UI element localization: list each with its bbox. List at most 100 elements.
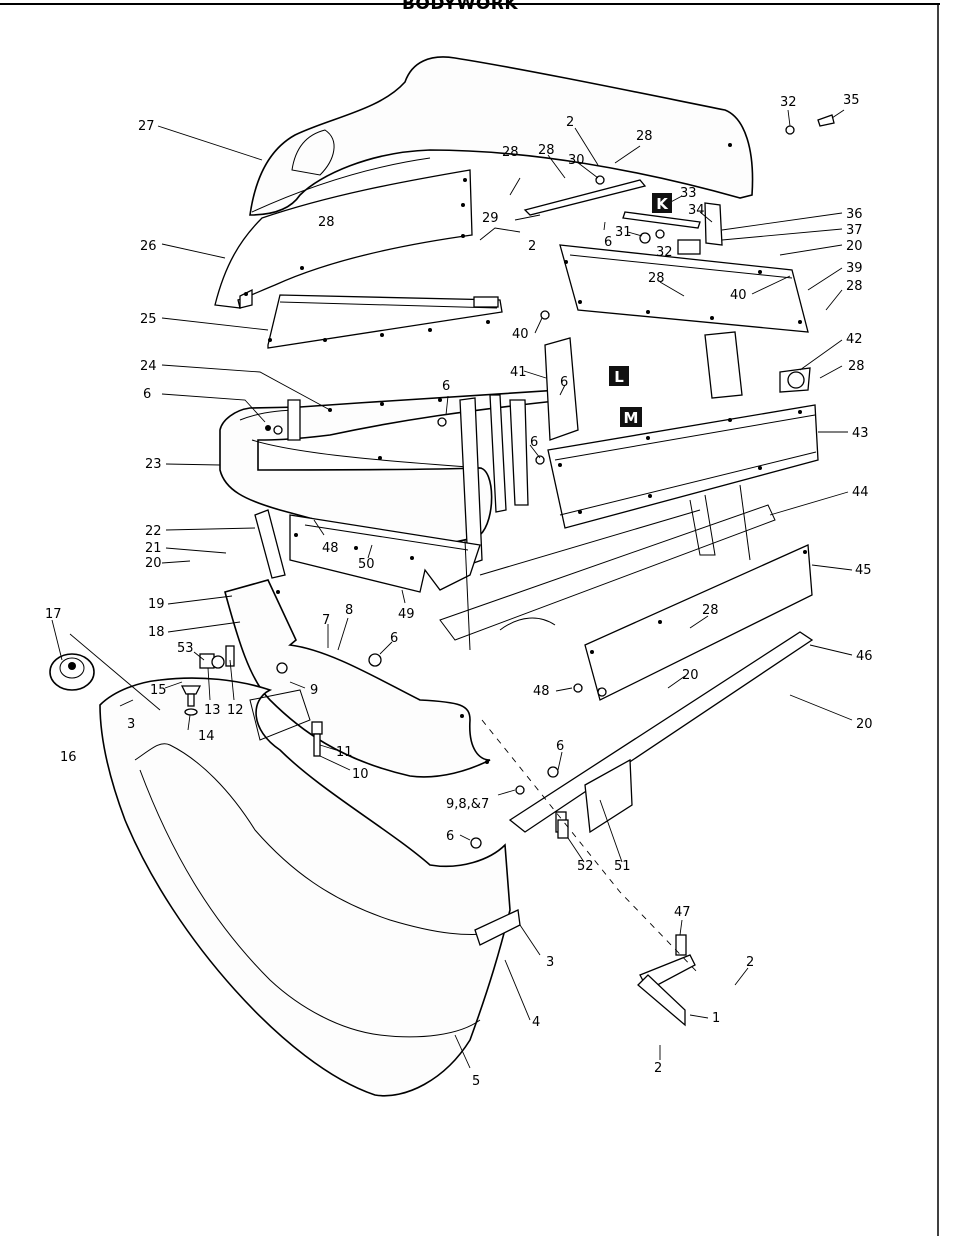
part-46-rail [508, 631, 814, 834]
svg-text:L: L [614, 368, 624, 386]
callout-40: 40 [730, 288, 747, 303]
callout-4: 4 [532, 1015, 540, 1030]
callout-10: 10 [352, 767, 369, 782]
callout-36: 36 [846, 207, 863, 222]
section-badge-l: L [609, 366, 629, 386]
callout-41: 41 [510, 365, 527, 380]
part-17-hub-cap [49, 653, 95, 691]
callout-49: 49 [398, 607, 415, 622]
callout-50: 50 [358, 557, 375, 572]
part-23-main-body-tub [219, 389, 567, 566]
page-title: BODYWORK [401, 0, 519, 14]
part-5-bumper-shell [99, 677, 521, 1097]
callout-18: 18 [148, 625, 165, 640]
callout-42: 42 [846, 332, 863, 347]
callout-20: 20 [682, 668, 699, 683]
callout-6: 6 [530, 435, 538, 450]
callout-8: 8 [345, 603, 353, 618]
callout-25: 25 [140, 312, 157, 327]
callout-29: 29 [482, 211, 499, 226]
callout-28: 28 [846, 279, 863, 294]
part-39-rear-panel [559, 244, 809, 333]
callout-46: 46 [856, 649, 873, 664]
callout-15: 15 [150, 683, 167, 698]
callout-39: 39 [846, 261, 863, 276]
callout-20: 20 [145, 556, 162, 571]
callout-45: 45 [855, 563, 872, 578]
callout-26: 26 [140, 239, 157, 254]
leader-lines [51, 109, 853, 1069]
callout-16: 16 [60, 750, 77, 765]
callout-24: 24 [140, 359, 157, 374]
callout-32: 32 [780, 95, 797, 110]
callout-2: 2 [566, 115, 574, 130]
callout-28: 28 [702, 603, 719, 618]
callout-14: 14 [198, 729, 215, 744]
callout-37: 37 [846, 223, 863, 238]
callout-51: 51 [614, 859, 631, 874]
callout-32: 32 [656, 245, 673, 260]
callout-12: 12 [227, 703, 244, 718]
callout-19: 19 [148, 597, 165, 612]
callout-22: 22 [145, 524, 162, 539]
callout-6: 6 [446, 829, 454, 844]
callout-2: 2 [654, 1061, 662, 1076]
callout-17: 17 [45, 607, 62, 622]
part-29-trim-strip [523, 179, 723, 255]
callout-labels: 27 26 25 24 6 23 22 21 20 19 18 17 16 15… [45, 93, 873, 1089]
svg-text:M: M [624, 409, 639, 427]
callout-6: 6 [143, 387, 151, 402]
callout-40: 40 [512, 327, 529, 342]
part-26-side-panel [214, 169, 473, 309]
callout-44: 44 [852, 485, 869, 500]
callout-28: 28 [848, 359, 865, 374]
callout-43: 43 [852, 426, 869, 441]
callout-47: 47 [674, 905, 691, 920]
callout-20: 20 [846, 239, 863, 254]
callout-2: 2 [528, 239, 536, 254]
callout-2: 2 [746, 955, 754, 970]
fasteners [180, 114, 835, 1027]
callout-28: 28 [318, 215, 335, 230]
callout-3: 3 [546, 955, 554, 970]
callout-3: 3 [127, 717, 135, 732]
section-badge-m: M [620, 407, 642, 427]
callout-6: 6 [560, 375, 568, 390]
callout-53: 53 [177, 641, 194, 656]
chassis-frame [439, 484, 776, 651]
callout-6: 6 [390, 631, 398, 646]
callout-28: 28 [636, 129, 653, 144]
callout-28: 28 [538, 143, 555, 158]
part-18-front-skirt [224, 579, 491, 778]
callout-1: 1 [712, 1011, 720, 1026]
callout-33: 33 [680, 186, 697, 201]
callout-35: 35 [843, 93, 860, 108]
callout-31: 31 [615, 225, 632, 240]
callout-7: 7 [322, 613, 330, 628]
callout-30: 30 [568, 153, 585, 168]
callout-23: 23 [145, 457, 162, 472]
callout-21: 21 [145, 541, 162, 556]
part-27-roof-canopy [249, 56, 754, 216]
callout-20: 20 [856, 717, 873, 732]
part-49-lower-skirt [254, 509, 481, 593]
part-25-panel [267, 294, 503, 349]
callout-48: 48 [322, 541, 339, 556]
callout-6: 6 [604, 235, 612, 250]
callout-5: 5 [472, 1074, 480, 1089]
section-badge-k: K [652, 193, 672, 213]
callout-13: 13 [204, 703, 221, 718]
callout-9-8-7: 9,8,&7 [446, 797, 489, 812]
callout-28: 28 [502, 145, 519, 160]
callout-52: 52 [577, 859, 594, 874]
svg-text:K: K [656, 195, 669, 213]
callout-27: 27 [138, 119, 155, 134]
callout-34: 34 [688, 203, 705, 218]
part-43-side-panel [544, 331, 819, 529]
callout-9: 9 [310, 683, 318, 698]
callout-11: 11 [336, 745, 353, 760]
callout-48: 48 [533, 684, 550, 699]
callout-28: 28 [648, 271, 665, 286]
